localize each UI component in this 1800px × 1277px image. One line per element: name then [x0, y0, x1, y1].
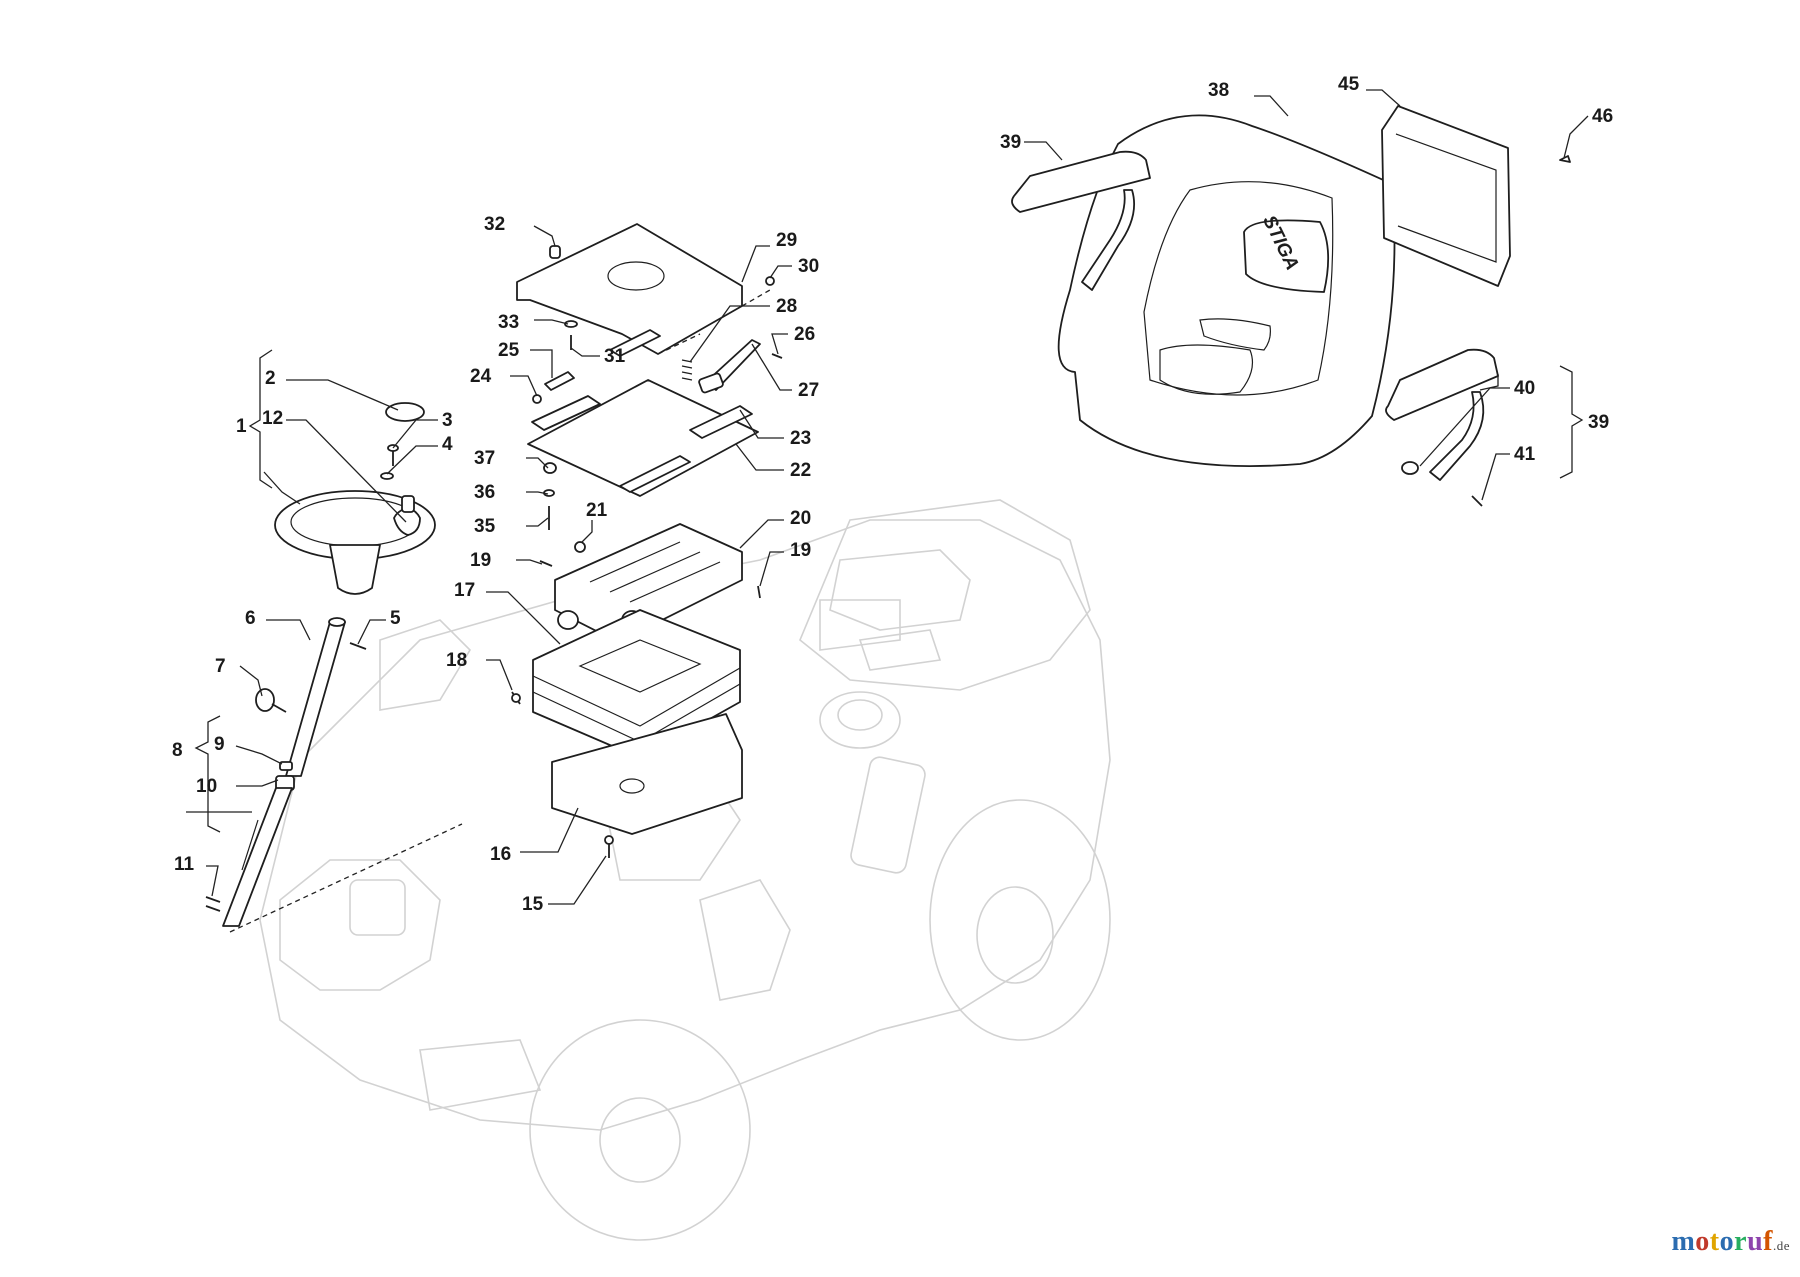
callout-26: 26 — [794, 324, 815, 345]
callout-18: 18 — [446, 650, 467, 671]
bolt-18 — [511, 691, 521, 705]
clip-46 — [1559, 155, 1571, 163]
reference-line-column — [229, 823, 463, 933]
callout-32: 32 — [484, 214, 505, 235]
bolts-19 — [539, 560, 761, 599]
adjust-knob-7 — [255, 688, 287, 713]
nut-21 — [574, 541, 586, 553]
leader-lines — [186, 89, 1589, 905]
steering-knob — [393, 495, 421, 536]
callout-16: 16 — [490, 844, 511, 865]
callout-22: 22 — [790, 460, 811, 481]
callout-17: 17 — [454, 580, 475, 601]
armrest-right — [1385, 348, 1499, 481]
callout-19b: 19 — [790, 540, 811, 561]
screw-41 — [1471, 495, 1483, 507]
callout-39b: 39 — [1588, 412, 1609, 433]
callout-27: 27 — [798, 380, 819, 401]
callout-31: 31 — [604, 346, 626, 367]
callout-2: 2 — [265, 368, 276, 389]
callout-36: 36 — [474, 482, 495, 503]
seat-shell: STIGA — [1057, 114, 1396, 468]
callout-20: 20 — [790, 508, 811, 529]
callout-9: 9 — [214, 734, 225, 755]
bushing-9-10 — [275, 761, 295, 791]
reference-line-plate — [657, 289, 771, 355]
watermark-word: motoruf — [1671, 1226, 1773, 1257]
callout-29: 29 — [776, 230, 797, 251]
bolts-37-36-35 — [543, 462, 557, 530]
bolt-32 — [549, 245, 561, 259]
callout-7: 7 — [215, 656, 226, 677]
callout-15: 15 — [522, 894, 544, 915]
spring-28 — [681, 359, 693, 381]
callout-1: 1 — [236, 416, 247, 437]
callout-4: 4 — [442, 434, 453, 455]
watermark-logo: motoruf.de — [1671, 1226, 1790, 1258]
watermark-tld: .de — [1772, 1238, 1790, 1253]
watermark-letter: u — [1747, 1226, 1764, 1257]
callout-6: 6 — [245, 608, 256, 629]
nut-30 — [765, 276, 775, 286]
bracket-1 — [248, 349, 273, 489]
callout-10: 10 — [196, 776, 217, 797]
callout-24: 24 — [470, 366, 492, 387]
lower-bracket — [551, 713, 743, 835]
pins-11 — [205, 896, 221, 912]
callout-39a: 39 — [1000, 132, 1021, 153]
tractor-body-ghost — [259, 499, 1111, 1241]
callout-23: 23 — [790, 428, 811, 449]
screw-15 — [604, 835, 614, 858]
callout-5: 5 — [390, 608, 401, 629]
washer-4 — [380, 472, 394, 480]
clip-40 — [1401, 461, 1419, 475]
washer-bolt-33-31 — [564, 320, 578, 350]
screw-26 — [771, 353, 783, 359]
watermark-letter: t — [1709, 1226, 1720, 1257]
slide-rail-plate — [527, 329, 759, 497]
callout-35: 35 — [474, 516, 496, 537]
callout-33: 33 — [498, 312, 519, 333]
rubber-bellows — [532, 609, 741, 759]
steering-cap — [385, 402, 425, 422]
callout-45: 45 — [1338, 74, 1360, 95]
steering-wheel — [274, 490, 436, 595]
watermark-letter: f — [1763, 1226, 1773, 1257]
callout-19a: 19 — [470, 550, 491, 571]
rail-guide-25 — [544, 371, 575, 391]
callout-21: 21 — [586, 500, 608, 521]
pin-5 — [349, 642, 367, 650]
callout-labels: 1 2 3 4 5 6 7 8 9 10 11 12 15 16 17 18 1… — [172, 74, 1613, 915]
callout-41: 41 — [1514, 444, 1536, 465]
callout-11: 11 — [174, 854, 195, 875]
callout-46: 46 — [1592, 106, 1613, 127]
bracket-39b — [1559, 365, 1584, 479]
lower-column-tube — [222, 787, 293, 927]
clip-24 — [532, 394, 542, 404]
steering-column-tube — [285, 617, 346, 777]
callout-37: 37 — [474, 448, 495, 469]
callout-25: 25 — [498, 340, 520, 361]
seat-base-plate — [516, 223, 743, 355]
callout-8: 8 — [172, 740, 183, 761]
callout-40: 40 — [1514, 378, 1535, 399]
watermark-letter: r — [1734, 1226, 1748, 1257]
lever-27 — [698, 339, 761, 394]
watermark-letter: o — [1695, 1226, 1710, 1257]
callout-3: 3 — [442, 410, 453, 431]
screw-3 — [387, 444, 399, 466]
armrest-left — [1011, 150, 1151, 291]
callout-30: 30 — [798, 256, 819, 277]
seat-back-cover — [1381, 105, 1511, 287]
callout-38: 38 — [1208, 80, 1229, 101]
callout-28: 28 — [776, 296, 797, 317]
bracket-8 — [194, 715, 221, 833]
watermark-letter: o — [1719, 1226, 1735, 1257]
brand-badge: STIGA — [1243, 212, 1330, 293]
callout-12: 12 — [262, 408, 283, 429]
watermark-letter: m — [1671, 1226, 1696, 1257]
